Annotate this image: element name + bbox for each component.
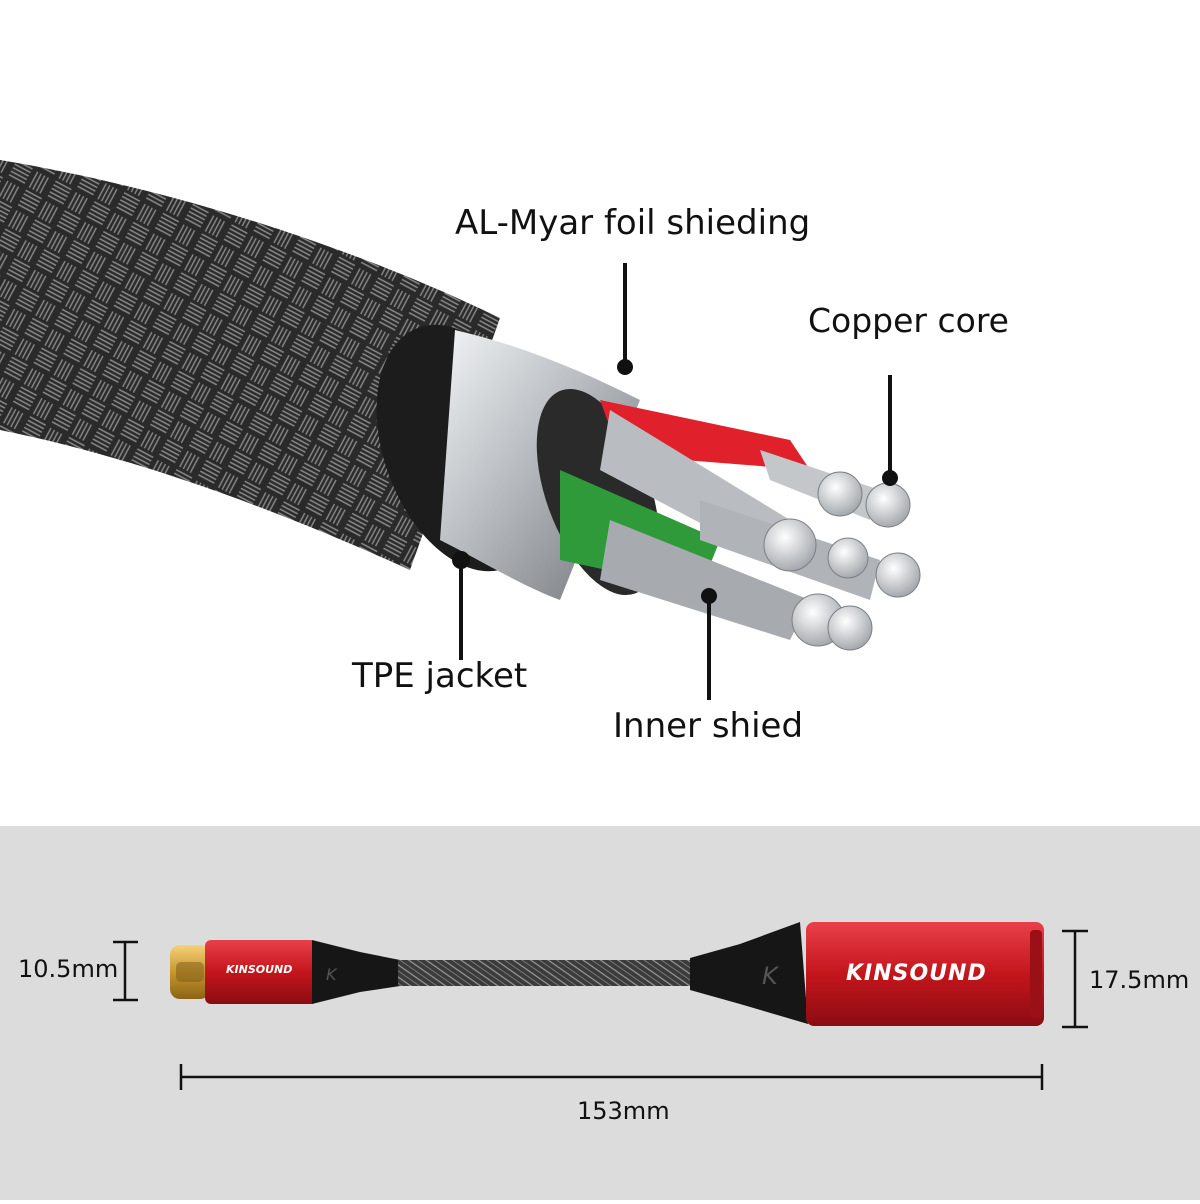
large-red-housing <box>806 922 1044 1026</box>
cable-cross-section <box>0 160 921 700</box>
dimension-lines <box>113 929 1088 1090</box>
braided-sleeve <box>0 160 500 570</box>
label-copper-core: Copper core <box>808 301 1009 340</box>
body-height-label: 17.5mm <box>1089 966 1190 994</box>
brand-logo-small: KINSOUND <box>226 963 293 976</box>
jacket-callout-dot <box>452 551 470 569</box>
inner-callout-dot <box>701 588 717 604</box>
svg-text:K: K <box>762 962 780 990</box>
label-foil-shielding: AL-Myar foil shieding <box>455 203 811 243</box>
length-label: 153mm <box>577 1097 670 1125</box>
small-strain-relief <box>312 940 400 1004</box>
label-inner-shield: Inner shied <box>613 706 804 746</box>
foil-callout-dot <box>617 359 633 375</box>
silver-wire-b <box>600 520 810 640</box>
svg-text:K: K <box>326 965 338 984</box>
copper-callout-dot <box>882 470 898 486</box>
small-red-housing <box>205 940 317 1004</box>
label-tpe-jacket: TPE jacket <box>352 656 528 696</box>
plug-height-label: 10.5mm <box>18 955 119 983</box>
strand-bundles <box>763 471 921 651</box>
brand-logo-large: KINSOUND <box>846 961 987 986</box>
large-strain-relief <box>690 922 808 1024</box>
braided-cable <box>398 960 694 986</box>
adapter-product: K K <box>170 922 1044 1026</box>
